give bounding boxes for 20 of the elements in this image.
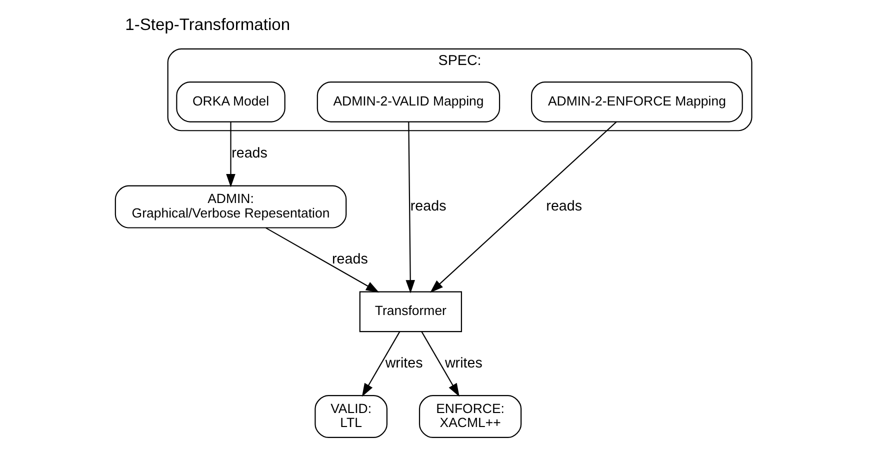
- node-box: ADMIN-2-ENFORCE Mapping: [531, 82, 743, 122]
- node-box: ENFORCE: XACML++: [418, 394, 522, 438]
- node-box: ADMIN: Graphical/Verbose Repesentation: [114, 185, 347, 228]
- edge-label: reads: [546, 198, 582, 215]
- arrow: [406, 122, 415, 294]
- arrow: [430, 121, 617, 293]
- node-box: ADMIN-2-VALID Mapping: [316, 82, 500, 122]
- arrow: [421, 331, 460, 397]
- node-box: ORKA Model: [176, 82, 286, 122]
- node-box: Transformer: [359, 291, 462, 332]
- edge-label: reads: [410, 198, 446, 215]
- arrow: [226, 122, 236, 188]
- arrow: [362, 331, 400, 397]
- edge-label: reads: [332, 252, 368, 268]
- edge-label: writes: [444, 355, 482, 372]
- edge-label: reads: [232, 146, 268, 162]
- node-box: VALID: LTL: [314, 394, 388, 438]
- edge-label: writes: [385, 355, 423, 372]
- diagram-title: 1-Step-Transformation: [125, 15, 290, 34]
- arrow: [266, 227, 380, 293]
